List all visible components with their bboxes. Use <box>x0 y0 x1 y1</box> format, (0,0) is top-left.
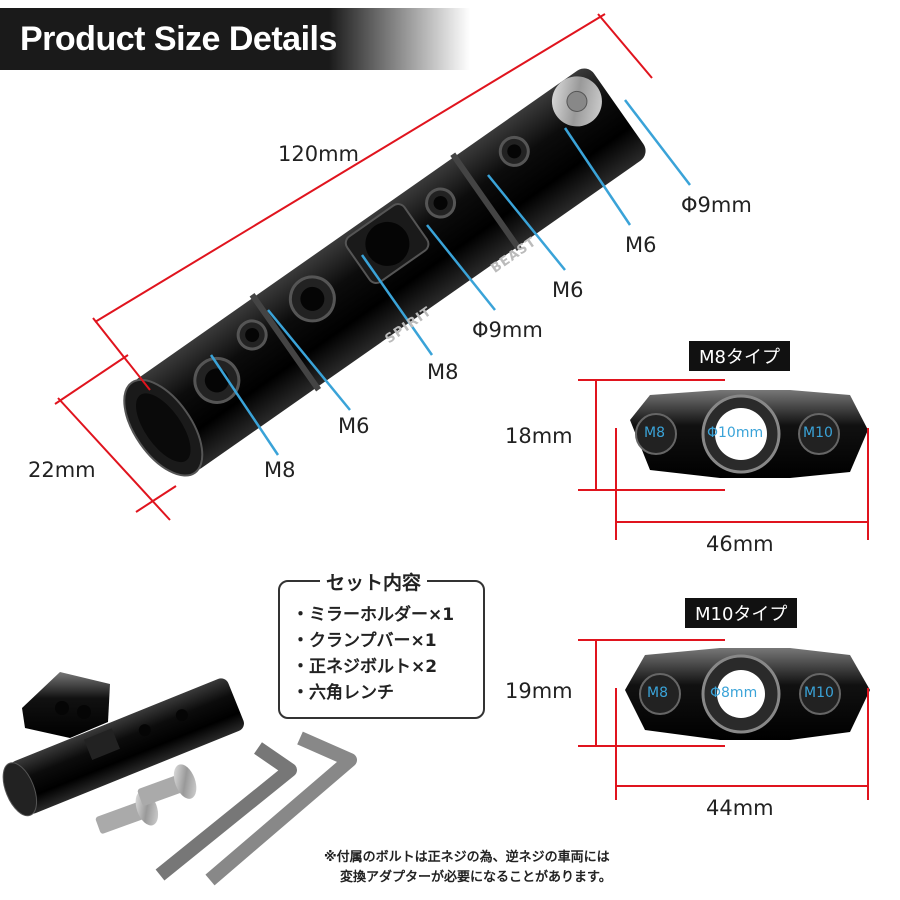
diameter-label: 22mm <box>28 458 96 482</box>
set-item: ・正ネジボルト×2 <box>292 657 438 677</box>
callout-phi9-a: Φ9mm <box>472 318 543 342</box>
m8-hole-right: M10 <box>803 425 833 441</box>
note-line-2: 変換アダプターが必要になることがあります。 <box>340 870 612 885</box>
m10-height-label: 19mm <box>505 679 573 703</box>
m8-width-label: 46mm <box>706 532 774 556</box>
m10-dims <box>578 639 869 800</box>
callout-m8-b: M8 <box>427 360 459 384</box>
header-banner: Product Size Details <box>0 8 470 70</box>
set-contents-box: セット内容 ・ミラーホルダー×1 ・クランプバー×1 ・正ネジボルト×2 ・六角… <box>278 568 485 719</box>
set-item: ・ミラーホルダー×1 <box>292 605 455 625</box>
m8-hole-center: Φ10mm <box>707 425 764 441</box>
callout-m6-a: M6 <box>338 414 370 438</box>
length-label: 120mm <box>278 142 359 166</box>
m10-type-tag: M10タイプ <box>685 598 798 628</box>
set-item: ・クランプバー×1 <box>292 631 437 651</box>
m10-clamp <box>625 648 870 740</box>
callout-m8-a: M8 <box>264 458 296 482</box>
dimension-lines <box>54 13 653 521</box>
m10-hole-right: M10 <box>804 685 834 701</box>
page-title: Product Size Details <box>20 20 337 58</box>
callout-lines <box>209 99 691 456</box>
m10-hole-center: Φ8mm <box>710 685 758 701</box>
m10-width-label: 44mm <box>706 796 774 820</box>
m8-type-tag: M8タイプ <box>689 341 790 371</box>
m8-hole-left: M8 <box>644 425 665 441</box>
note-line-1: ※付属のボルトは正ネジの為、逆ネジの車両には <box>324 850 610 865</box>
m8-height-label: 18mm <box>505 424 573 448</box>
set-contents-title: セット内容 <box>320 568 428 595</box>
m8-dims <box>578 379 869 540</box>
set-photo <box>2 672 357 886</box>
callout-m6-b: M6 <box>552 278 584 302</box>
m8-clamp <box>630 390 868 478</box>
callout-m6-c: M6 <box>625 233 657 257</box>
set-item: ・六角レンチ <box>292 683 394 703</box>
callout-phi9-b: Φ9mm <box>681 193 752 217</box>
clamp-bar <box>123 68 646 477</box>
m10-hole-left: M8 <box>647 685 668 701</box>
